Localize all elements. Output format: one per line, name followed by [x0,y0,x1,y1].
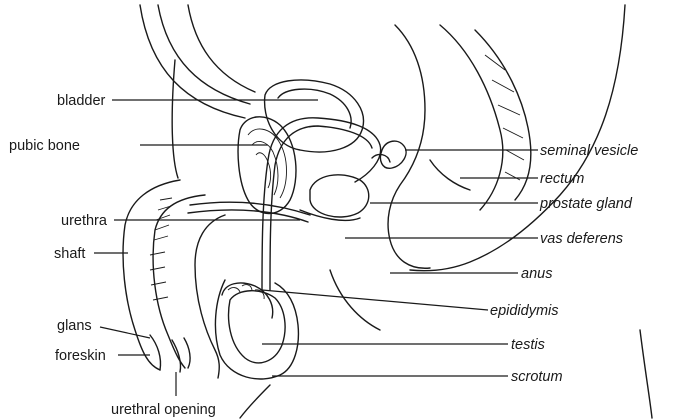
label-scrotum: scrotum [511,369,563,385]
urethra-tube [188,202,310,222]
testis-shape [229,291,286,363]
label-glans: glans [57,318,92,334]
label-rectum: rectum [540,171,584,187]
label-prostate-gland: prostate gland [539,196,633,212]
label-urethral-opening: urethral opening [111,402,216,418]
label-bladder: bladder [57,93,106,109]
label-shaft: shaft [54,246,85,262]
leader-lines [94,100,538,396]
rectum-shape [388,25,531,268]
label-epididymis: epididymis [490,303,559,319]
label-pubic-bone: pubic bone [9,138,80,154]
label-anus: anus [521,266,552,282]
prostate-shape [300,175,369,221]
seminal-vesicle-shape [372,141,406,168]
scrotum-shape [215,280,298,379]
penis-shape [123,180,225,378]
label-testis: testis [511,337,545,353]
label-foreskin: foreskin [55,348,106,364]
label-vas-deferens: vas deferens [540,231,623,247]
label-seminal-vesicle: seminal vesicle [540,143,638,159]
bladder-shape [265,80,364,152]
label-urethra: urethra [61,213,108,229]
